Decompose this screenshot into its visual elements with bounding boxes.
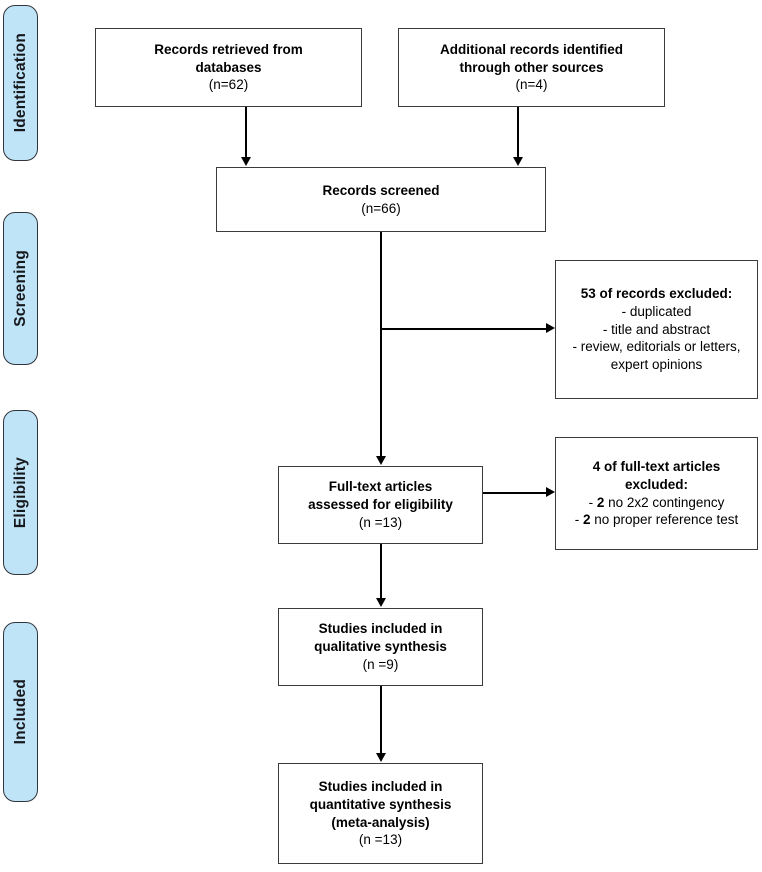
stage-label-eligibility: Eligibility [11,456,29,529]
box-line: (meta-analysis) [331,814,430,830]
connector-screened-to-fulltext [380,232,382,458]
arrowhead-databases-to-screened [240,157,251,166]
box-line: (n=62) [208,77,249,93]
box-line-html: - 2 no proper reference test [574,512,739,528]
connector-qualitative-to-quantitative [380,686,382,755]
box-line: (n =9) [362,656,399,672]
box-line: through other sources [459,59,604,75]
connector-fulltext-to-qualitative [380,544,382,600]
box-line: - duplicated [621,303,692,319]
box-line: (n=4) [515,77,548,93]
box-fulltext-excluded: 4 of full-text articles excluded: - 2 no… [555,437,758,550]
box-additional-records-other-sources: Additional records identified through ot… [398,28,665,107]
stage-label-screening: Screening [11,250,29,327]
stage-pill-included: Included [3,622,38,802]
box-fulltext-assessed: Full-text articles assessed for eligibil… [278,466,483,544]
box-line: excluded: [624,476,689,492]
box-line: - review, editorials or letters, [572,339,741,355]
box-qualitative-synthesis: Studies included in qualitative synthesi… [278,608,483,686]
box-line: (n=66) [361,200,401,216]
box-line: Full-text articles [328,479,433,495]
stage-pill-eligibility: Eligibility [3,410,38,575]
box-records-screened: Records screened (n=66) [216,167,546,232]
box-line: assessed for eligibility [308,497,453,513]
stage-label-included: Included [11,679,29,745]
box-line: 4 of full-text articles [592,458,721,474]
arrowhead-other-sources-to-screened [512,157,523,166]
box-line: (n =13) [358,832,403,848]
connector-screened-to-excluded [381,328,547,330]
stage-label-identification: Identification [11,33,29,133]
box-line: Records screened [322,182,440,198]
connector-fulltext-to-excluded [483,492,547,494]
stage-pill-identification: Identification [3,5,38,161]
connector-other-sources-to-screened [517,107,519,159]
box-line: Studies included in [318,621,443,637]
box-records-excluded: 53 of records excluded: - duplicated - t… [555,260,758,399]
box-line-html: - 2 no 2x2 contingency [588,494,725,510]
box-quantitative-synthesis: Studies included in quantitative synthes… [278,763,483,864]
box-line: Records retrieved from [154,41,303,57]
box-line: expert opinions [610,357,703,373]
arrowhead-screened-to-fulltext [375,456,386,465]
box-line: (n =13) [358,514,403,530]
arrowhead-screened-to-excluded [546,322,555,333]
arrowhead-qualitative-to-quantitative [375,753,386,762]
box-line: Studies included in [318,778,443,794]
stage-pill-screening: Screening [3,212,38,365]
arrowhead-fulltext-to-qualitative [375,598,386,607]
box-line: Additional records identified [439,41,623,57]
box-line: qualitative synthesis [314,639,447,655]
arrowhead-fulltext-to-excluded [546,486,555,497]
box-line: quantitative synthesis [309,796,452,812]
box-records-retrieved-databases: Records retrieved from databases (n=62) [95,28,362,107]
box-line: databases [195,59,262,75]
connector-databases-to-screened [245,107,247,159]
box-line: 53 of records excluded: [580,285,733,301]
box-line: - title and abstract [602,321,711,337]
